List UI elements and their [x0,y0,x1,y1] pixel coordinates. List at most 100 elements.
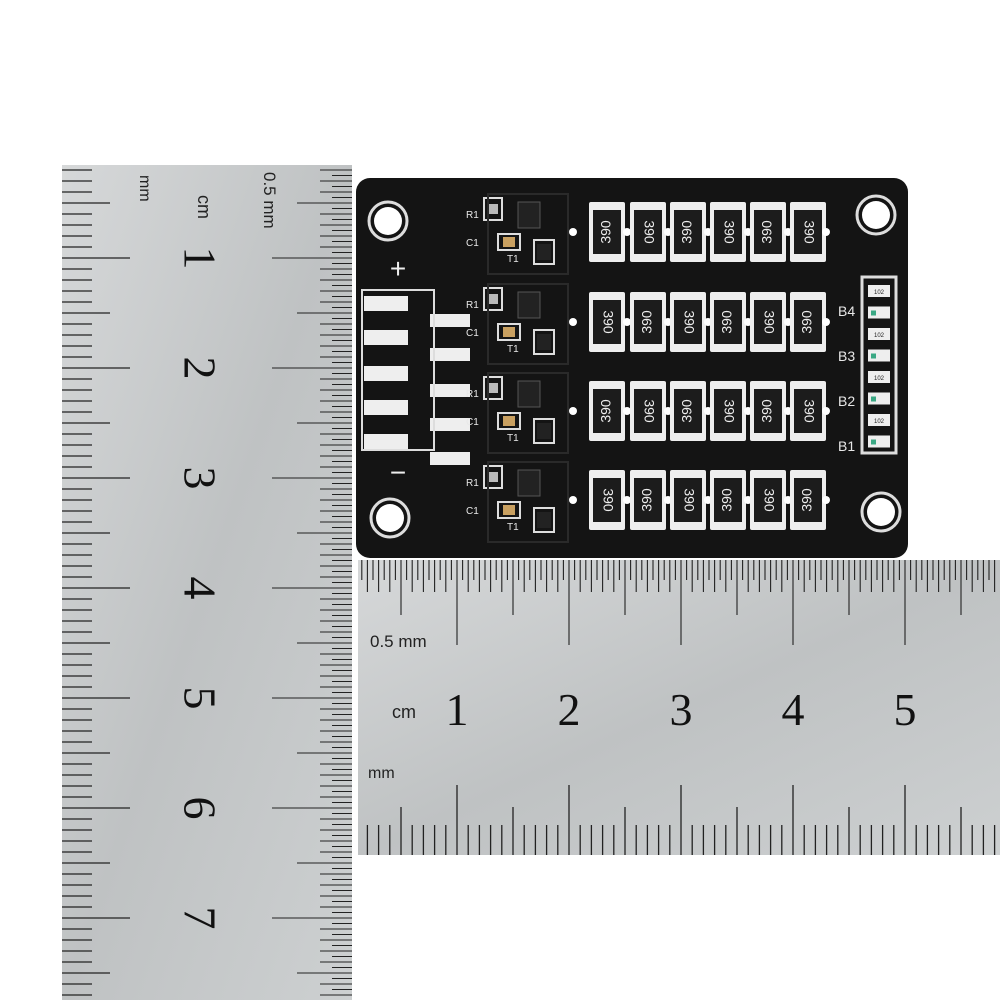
c1-label: C1 [466,506,479,517]
indicator-code: 102 [874,290,885,296]
led-lens [871,353,876,359]
mounting-hole-ring [855,194,897,236]
resistor-code: 390 [600,488,616,512]
resistor-body [714,478,742,522]
c1-outline [497,412,521,430]
mm-label: mm [368,765,395,782]
resistor-body [593,478,621,522]
r1-outline [483,197,503,221]
trace [487,461,569,543]
indicator-resistor [868,371,890,383]
indicator-code: 102 [874,333,885,339]
r1-outline [483,287,503,311]
via [569,318,577,326]
resistor-code: 390 [681,310,697,334]
via [822,496,830,504]
led-lens [871,396,876,402]
resistor-body [634,389,662,433]
resistor-code: 390 [799,310,815,334]
ic-chip [517,201,541,229]
balance-label: B4 [838,303,855,319]
resistor-body [634,300,662,344]
r1-component [488,204,498,214]
cm-number: 4 [782,684,805,735]
via [822,407,830,415]
balance-label: B3 [838,348,855,364]
via [569,496,577,504]
resistor-code: 390 [801,220,817,244]
mounting-hole-ring [369,497,411,539]
via [569,407,577,415]
t1-label: T1 [507,433,519,444]
resistor-body [714,210,742,254]
resistor-code: 390 [799,488,815,512]
r1-label: R1 [466,300,479,311]
t1-component [537,512,551,528]
t1-label: T1 [507,344,519,355]
led-strip-outline [860,275,898,455]
resistor-code: 390 [639,310,655,334]
resistor-body [754,478,782,522]
resistor-body [674,300,702,344]
resistor-code: 390 [598,220,614,244]
resistor-body [593,300,621,344]
mounting-hole [374,207,402,235]
c1-outline [497,233,521,251]
resistor-body [794,210,822,254]
resistor-body [714,389,742,433]
indicator-resistor [868,285,890,297]
via [623,318,631,326]
ic-chip [517,291,541,319]
mounting-hole [376,504,404,532]
solder-pad [364,330,408,345]
resistor-body [794,300,822,344]
solder-pad [364,400,408,415]
r1-label: R1 [466,389,479,400]
resistor-code: 390 [801,399,817,423]
cm-number: 6 [174,797,225,820]
balance-label: B2 [838,393,855,409]
t1-component [537,423,551,439]
resistor-code: 390 [719,310,735,334]
r1-outline [483,465,503,489]
trace [487,372,569,454]
indicator-resistor [868,414,890,426]
mm-label: mm [136,175,153,202]
t1-outline [533,329,555,355]
cm-number: 2 [174,357,225,380]
resistor-body [754,300,782,344]
c1-component [503,505,515,515]
cm-number: 7 [174,907,225,930]
t1-component [537,334,551,350]
resistor-body [754,389,782,433]
t1-label: T1 [507,522,519,533]
resistor-body [674,210,702,254]
resistor-code: 390 [761,310,777,334]
via [569,228,577,236]
indicator-code: 102 [874,419,885,425]
c1-component [503,416,515,426]
c1-label: C1 [466,238,479,249]
c1-label: C1 [466,417,479,428]
resistor-code: 390 [639,488,655,512]
cm-number: 5 [174,687,225,710]
resistor-body [794,389,822,433]
solder-pad [430,452,470,465]
c1-component [503,237,515,247]
resistor-code: 390 [641,220,657,244]
minus-label: − [390,457,406,488]
resistor-code: 390 [600,310,616,334]
resistor-code: 390 [761,488,777,512]
mounting-hole-ring [367,200,409,242]
t1-outline [533,418,555,444]
via [623,228,631,236]
resistor-body [674,389,702,433]
mounting-hole-ring [860,491,902,533]
resistor-code: 390 [759,399,775,423]
